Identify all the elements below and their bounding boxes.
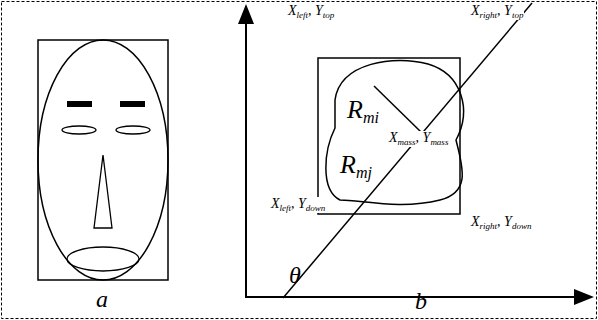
subscript: left	[297, 10, 309, 20]
eye	[62, 126, 96, 134]
subscript: mass	[430, 137, 448, 147]
label-text: , Y	[308, 3, 323, 18]
label-text: R	[347, 95, 363, 124]
eyebrow	[120, 101, 145, 107]
subscript: right	[480, 221, 498, 231]
label-text: a	[96, 286, 108, 312]
label-text: R	[340, 150, 356, 179]
bounding-box	[318, 58, 460, 214]
face-box	[38, 40, 168, 280]
axis-line	[283, 3, 532, 298]
subscript: mj	[356, 164, 372, 181]
label-text: b	[415, 288, 427, 314]
coordinate-label: Rmj	[339, 152, 373, 181]
label-text: , Y	[497, 214, 512, 229]
label-text: θ	[289, 262, 301, 288]
mouth	[67, 247, 139, 271]
face-outline	[38, 40, 168, 280]
subscript: down	[306, 203, 326, 213]
label-text: X	[271, 196, 280, 211]
subscript: top	[512, 10, 524, 20]
nose	[94, 155, 112, 228]
arrowhead	[238, 4, 254, 24]
eye	[116, 126, 150, 134]
coordinate-label: Xright, Ydown	[470, 215, 532, 231]
coordinate-label: Xmass, Ymass	[388, 131, 449, 147]
y-axis	[245, 22, 247, 298]
coordinate-label: Xright, Ytop	[470, 4, 524, 20]
subscript: mi	[363, 109, 379, 126]
coordinate-label: Xleft, Ytop	[287, 4, 335, 20]
label-text: X	[471, 214, 480, 229]
label-text: , Y	[497, 3, 512, 18]
radius-line	[374, 86, 421, 132]
coordinate-label: b	[415, 289, 427, 313]
subscript: down	[512, 221, 532, 231]
subscript: right	[480, 10, 498, 20]
x-axis	[246, 296, 575, 298]
subscript: mass	[398, 137, 416, 147]
coordinate-label: a	[96, 287, 108, 311]
label-text: , Y	[416, 130, 431, 145]
subscript: top	[323, 10, 335, 20]
eyebrow	[67, 101, 92, 107]
subscript: left	[280, 203, 292, 213]
coordinate-label: Rmi	[346, 97, 380, 126]
label-text: X	[471, 3, 480, 18]
coordinate-label: Xleft, Ydown	[270, 197, 326, 213]
region-outline	[326, 60, 464, 204]
arrowhead	[574, 289, 594, 305]
label-text: X	[389, 130, 398, 145]
label-text: , Y	[291, 196, 306, 211]
coordinate-label: θ	[289, 263, 301, 287]
label-text: X	[288, 3, 297, 18]
